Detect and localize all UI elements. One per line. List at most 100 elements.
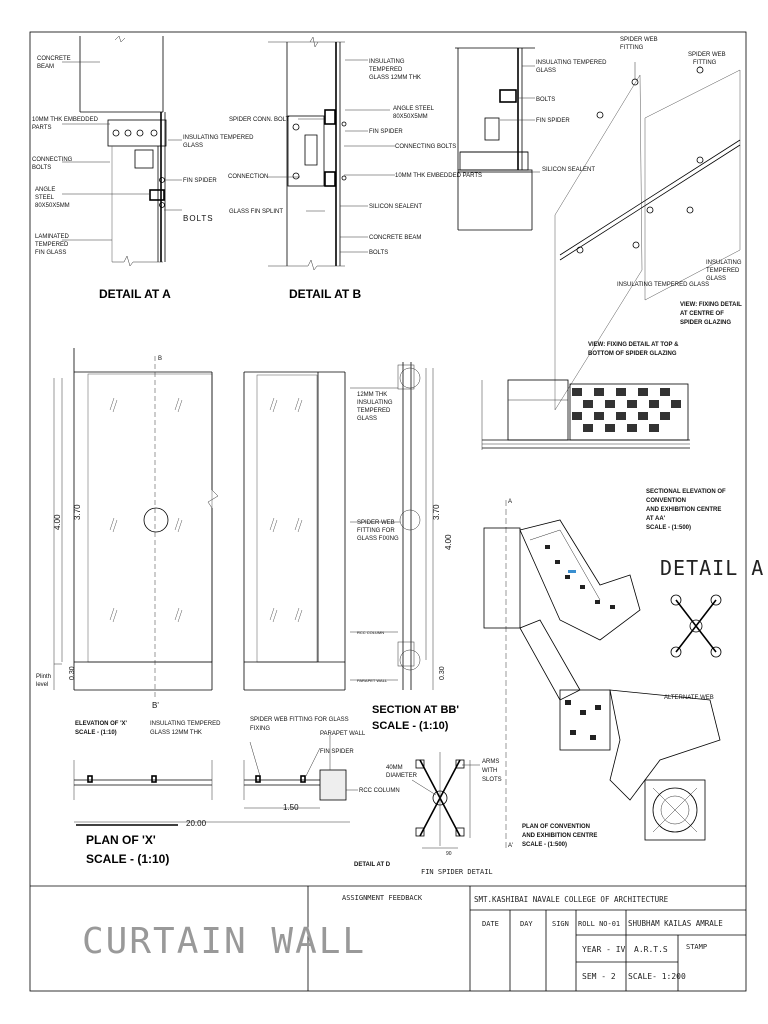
lbl-b-bolts: BOLTS	[369, 250, 388, 256]
lbl-c-insul-2: GLASS	[536, 68, 556, 74]
detail-a	[62, 35, 182, 267]
sheet-border	[29, 31, 747, 992]
sectional-elevation	[481, 379, 690, 450]
detail-d-title: DETAIL AT D	[354, 862, 391, 868]
plan-a-top: A	[508, 499, 512, 505]
sec-insul-1: 12MM THK	[357, 392, 387, 398]
fin-dim: 90	[446, 851, 452, 857]
detail-c	[455, 47, 741, 411]
alternate-web-detail	[670, 594, 722, 658]
sec-elev-1: SECTIONAL ELEVATION OF	[646, 489, 726, 495]
tb-roll: ROLL NO-01	[578, 920, 620, 928]
mark-b-bot: B'	[152, 701, 159, 710]
tb-college: SMT.KASHIBAI NAVALE COLLEGE OF ARCHITECT…	[474, 895, 669, 904]
fin-dia-1: 40MM	[386, 765, 403, 771]
dim-h2: 3.70	[73, 504, 82, 520]
dim-plan-w: 20.00	[186, 819, 207, 828]
tb-year: YEAR - IV	[582, 945, 626, 954]
dim-h3: 0.30	[69, 666, 76, 680]
sec-rcc: RCC COLUMN	[357, 630, 384, 635]
plan-conv-3: SCALE - (1:500)	[522, 842, 567, 848]
fin-spider-title: FIN SPIDER DETAIL	[421, 868, 493, 876]
lbl-b-concrete: CONCRETE BEAM	[369, 235, 421, 241]
lbl-a-lam-2: TEMPERED	[35, 242, 69, 248]
sec-insul-3: TEMPERED	[357, 408, 391, 414]
section-bb	[350, 362, 434, 690]
lbl-a-connbolts-2: BOLTS	[32, 165, 51, 171]
lbl-c-web-2a: SPIDER WEB	[688, 52, 726, 58]
lbl-a-lam-1: LAMINATED	[35, 234, 70, 240]
mark-b-top: B	[158, 356, 162, 362]
elevation-x	[53, 348, 346, 700]
lbl-c-view-centre-2: AT CENTRE OF	[680, 311, 724, 317]
plan-parapet: PARAPET WALL	[320, 731, 366, 737]
tb-day: DAY	[520, 920, 533, 928]
lbl-c-view-centre-1: VIEW: FIXING DETAIL	[680, 302, 742, 308]
alt-detail-title: DETAIL A	[660, 556, 764, 580]
plinth-1: Plinth	[36, 674, 51, 680]
lbl-b-splint: GLASS FIN SPLINT	[229, 209, 283, 215]
alt-web-caption: ALTERNATE WEB	[664, 695, 714, 701]
embedded-plate	[107, 119, 167, 147]
lbl-c-insul-r2: TEMPERED	[706, 268, 740, 274]
dim-h4: 4.00	[444, 534, 453, 550]
lbl-a-embedded-1: 10MM THK EMBEDDED	[32, 117, 99, 123]
sec-web-2: FITTING FOR	[357, 528, 395, 534]
lbl-b-angle-2: 80X50X5MM	[393, 114, 428, 120]
lbl-a-lam-3: FIN GLASS	[35, 250, 66, 256]
lbl-a-angle-3: 80X50X5MM	[35, 203, 70, 209]
lbl-c-web-1b: FITTING	[620, 45, 644, 51]
sec-web-3: GLASS FIXING	[357, 536, 399, 542]
detail-b	[268, 36, 395, 271]
tb-date: DATE	[482, 920, 499, 928]
tb-feedback: ASSIGNMENT FEEDBACK	[342, 894, 423, 902]
sec-insul-2: INSULATING	[357, 400, 393, 406]
dim-h1: 4.00	[53, 514, 62, 530]
tb-scale: SCALE- 1:200	[628, 972, 686, 981]
tb-sem: SEM - 2	[582, 972, 616, 981]
detail-b-title: DETAIL AT B	[289, 287, 362, 301]
lbl-b-fin-spider: FIN SPIDER	[369, 129, 403, 135]
lbl-c-fin-spider: FIN SPIDER	[536, 118, 570, 124]
plan-fin: FIN SPIDER	[320, 749, 354, 755]
plan-x-title-2: SCALE - (1:10)	[86, 852, 169, 866]
lbl-c-bolts: BOLTS	[536, 97, 555, 103]
svg-text:SECTION AT BB'SCALE - (1:10): SECTION AT BB'SCALE - (1:10)	[372, 704, 459, 732]
lbl-b-embedded: 10MM THK EMBEDDED PARTS	[395, 173, 482, 179]
plan-x	[73, 735, 358, 826]
sec-web-1: SPIDER WEB	[357, 520, 395, 526]
plinth-2: level	[36, 682, 48, 688]
lbl-a-bolts: BOLTS	[183, 214, 214, 223]
splint-plate	[287, 115, 325, 187]
tb-sign: SIGN	[552, 920, 569, 928]
lbl-c-silicon: SILICON SEALENT	[542, 167, 595, 173]
sec-insul-4: GLASS	[357, 416, 377, 422]
detail-a-title: DETAIL AT A	[99, 287, 171, 301]
tb-name: SHUBHAM KAILAS AMRALE	[628, 919, 723, 928]
lbl-b-connection: CONNECTION	[228, 174, 268, 180]
sec-title-2: SCALE - (1:10)	[372, 720, 449, 732]
fin-dia-2: DIAMETER	[386, 773, 418, 779]
lbl-c-web-1a: SPIDER WEB	[620, 37, 658, 43]
plan-conv-2: AND EXHIBITION CENTRE	[522, 833, 597, 839]
fin-arms-1: ARMS	[482, 759, 499, 765]
sec-elev-3: AND EXHIBITION CENTRE	[646, 507, 721, 513]
sec-elev-5: SCALE - (1:500)	[646, 525, 691, 531]
